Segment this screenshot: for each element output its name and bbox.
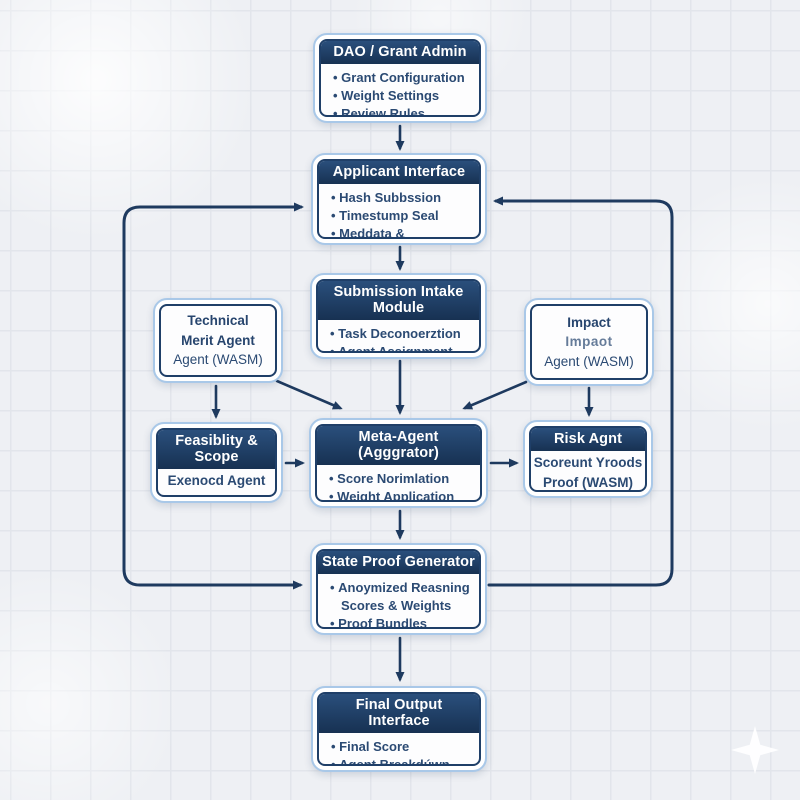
sparkle-icon — [731, 726, 779, 774]
node-intake-list: Task Deconoerztion Agent Assignment Enoy… — [318, 320, 479, 351]
node-final-list: Final Score Agent Breakdúwn Audit & Proo… — [319, 733, 479, 764]
node-proof-title: State Proof Generator — [318, 551, 479, 574]
list-item: Timestump Seal — [331, 207, 471, 225]
list-item: Task Deconoerztion — [330, 325, 471, 343]
node-risk-title: Risk Agnt — [531, 428, 645, 451]
list-item: Proof Bundles — [330, 615, 471, 627]
node-feasibility-title: Feasiblity & Scope — [158, 430, 275, 469]
node-state-proof-generator: State Proof Generator Anoymized Reasning… — [310, 543, 487, 635]
node-proof-list: Anoymized Reasning Scores & Weights Proo… — [318, 574, 479, 627]
node-line: Impact — [567, 314, 611, 330]
node-applicant-title: Applicant Interface — [319, 161, 479, 184]
node-feasibility-scope: Feasiblity & Scope Exenocd Agent Agent (… — [150, 422, 283, 503]
list-item: Weight Application — [329, 488, 472, 500]
node-final-output: Final Output Interface Final Score Agent… — [311, 686, 487, 772]
list-item: Agent Assignment — [330, 343, 471, 351]
arrow-impact-to-meta — [462, 380, 528, 410]
list-item: Final Score — [331, 738, 471, 756]
feedback-loop-proof-to-applicant-right — [487, 196, 674, 587]
list-item: Hash Subbssion — [331, 189, 471, 207]
node-line: Exenocd Agent — [167, 473, 266, 488]
node-technical-merit-agent: Technical Merit Agent Agent (WASM) — [153, 298, 283, 383]
node-dao-grant-admin: DAO / Grant Admin Grant Configuration We… — [313, 33, 487, 123]
list-item: Anoymized Reasning Scores & Weights — [330, 579, 471, 615]
node-impact-agent: Impact Impaot Agent (WASM) — [524, 298, 654, 386]
node-applicant-list: Hash Subbssion Timestump Seal Meddata & … — [319, 184, 479, 237]
node-line: Proof (WASM) — [543, 474, 633, 490]
node-dao-title: DAO / Grant Admin — [321, 41, 479, 64]
node-feasibility-body: Exenocd Agent Agent (WASM) — [158, 469, 275, 495]
node-line: Scoreunt Yroods — [533, 455, 643, 470]
arrow-technical-to-meta — [275, 379, 343, 410]
list-item: Meddata & Attachnents — [331, 225, 471, 237]
node-submission-intake: Submission Intake Module Task Deconoerzt… — [310, 273, 487, 359]
node-dao-list: Grant Configuration Weight Settings Revi… — [321, 64, 479, 115]
node-impact-body: Impact Impaot Agent (WASM) — [532, 306, 646, 378]
list-item: Agent Breakdúwn — [331, 756, 471, 764]
node-risk-body: Scoreunt Yroods Proof (WASM) — [531, 451, 645, 490]
node-final-title: Final Output Interface — [319, 694, 479, 733]
node-intake-title: Submission Intake Module — [318, 281, 479, 320]
node-line: Impaot — [565, 334, 613, 350]
node-line: Agent (WASM) — [170, 491, 263, 495]
node-line: Technical — [187, 313, 249, 329]
node-applicant-interface: Applicant Interface Hash Subbssion Times… — [311, 153, 487, 245]
node-meta-agent: Meta-Agent (Agggrator) Score Norimlation… — [309, 418, 488, 508]
node-meta-list: Score Norimlation Weight Application Dis… — [317, 465, 480, 500]
node-line: Agent (WASM) — [173, 352, 263, 368]
node-technical-body: Technical Merit Agent Agent (WASM) — [161, 306, 275, 375]
node-risk-agent: Risk Agnt Scoreunt Yroods Proof (WASM) — [523, 420, 653, 498]
list-item: Review Rules — [333, 105, 471, 115]
list-item: Score Norimlation — [329, 470, 472, 488]
list-item: Weight Settings — [333, 87, 471, 105]
node-line: Merit Agent — [181, 332, 255, 348]
list-item: Grant Configuration — [333, 69, 471, 87]
node-meta-title: Meta-Agent (Agggrator) — [317, 426, 480, 465]
node-line: Agent (WASM) — [544, 353, 634, 369]
